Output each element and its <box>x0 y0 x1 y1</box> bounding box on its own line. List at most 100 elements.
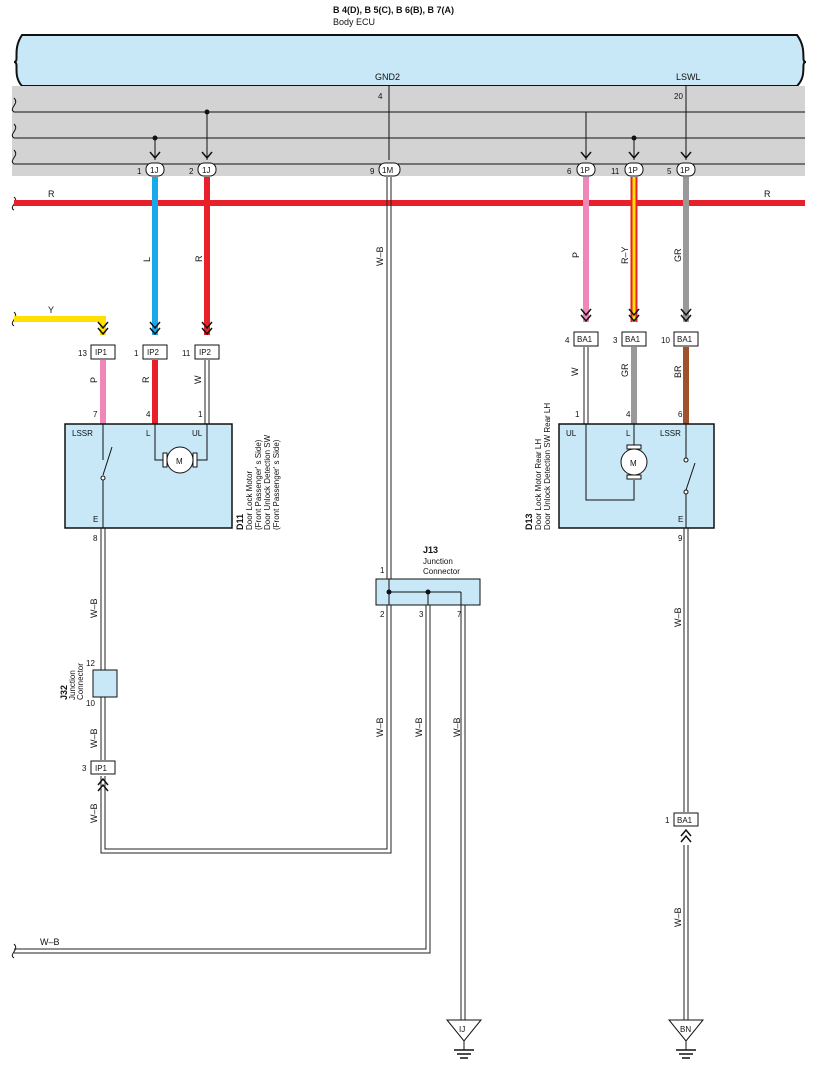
svg-text:3: 3 <box>82 764 87 773</box>
svg-text:1J: 1J <box>202 166 210 175</box>
svg-text:1: 1 <box>137 167 142 176</box>
svg-text:1: 1 <box>380 566 385 575</box>
wire-r-left-label: R <box>48 189 55 199</box>
wire-w-left-label: W <box>193 375 203 384</box>
connector-ba1-3: 3 BA1 <box>613 308 647 347</box>
svg-text:UL: UL <box>566 429 577 438</box>
wire-w-b-d13-ground <box>683 528 689 1020</box>
d11-pin8-number: 8 <box>93 534 98 543</box>
connector-ip1-3: 3 IP1 <box>82 760 116 792</box>
svg-text:Connector: Connector <box>76 663 85 700</box>
bus-connector-1p-6: 6 1P <box>567 151 596 177</box>
wire-r-left2-label: R <box>141 376 151 383</box>
d13-label: D13 Door Lock Motor Rear LH Door Unlock … <box>524 403 552 530</box>
svg-text:UL: UL <box>192 429 203 438</box>
svg-text:Door Unlock Detection SW Rear: Door Unlock Detection SW Rear LH <box>543 403 552 530</box>
wire-r-y-label: R–Y <box>620 246 630 264</box>
wire-p-left-label: P <box>89 377 99 383</box>
svg-text:Connector: Connector <box>423 567 460 576</box>
svg-text:1J: 1J <box>150 166 158 175</box>
svg-text:4: 4 <box>626 410 631 419</box>
wire-w-b-main <box>386 177 392 578</box>
svg-text:1M: 1M <box>382 166 393 175</box>
svg-text:BA1: BA1 <box>577 335 593 344</box>
svg-text:M: M <box>176 457 183 466</box>
svg-text:2: 2 <box>189 167 194 176</box>
svg-text:IP1: IP1 <box>95 764 108 773</box>
svg-text:BA1: BA1 <box>625 335 641 344</box>
svg-text:1P: 1P <box>628 166 638 175</box>
wire-y-yellow: Y <box>11 305 106 335</box>
wire-w-right <box>583 347 589 424</box>
bus-lines <box>11 97 805 165</box>
svg-text:1: 1 <box>198 410 203 419</box>
d13-component: 1 4 6 UL L LSSR E M <box>558 410 715 529</box>
bus-connector-1m: 9 1M <box>370 162 401 177</box>
svg-text:Junction: Junction <box>423 557 453 566</box>
svg-text:11: 11 <box>182 349 191 358</box>
connector-ba1-10: 10 BA1 <box>661 308 699 347</box>
svg-text:10: 10 <box>86 699 95 708</box>
wire-l-label: L <box>142 257 152 262</box>
wire-w-left <box>204 360 210 424</box>
connector-ip1-13: 13 IP1 <box>78 321 116 360</box>
svg-text:IJ: IJ <box>459 1025 465 1034</box>
svg-text:D11: D11 <box>235 514 245 530</box>
svg-text:Door Unlock Detection SW: Door Unlock Detection SW <box>263 434 272 530</box>
svg-text:2: 2 <box>380 610 385 619</box>
ecu-name-label: Body ECU <box>333 17 375 27</box>
d11-component: 7 4 1 LSSR L UL E M <box>64 410 233 529</box>
wire-w-b-4-label: W–B <box>375 717 385 737</box>
svg-text:Door Lock Motor: Door Lock Motor <box>245 471 254 530</box>
wire-w-b-5-label: W–B <box>414 717 424 737</box>
svg-text:J13: J13 <box>423 545 438 555</box>
wire-w-b-6-label: W–B <box>452 717 462 737</box>
connector-ba1-4: 4 BA1 <box>565 308 599 347</box>
svg-text:4: 4 <box>146 410 151 419</box>
svg-text:BA1: BA1 <box>677 816 693 825</box>
bus-drop-lines <box>154 86 687 160</box>
svg-text:IP2: IP2 <box>199 348 212 357</box>
svg-text:M: M <box>630 459 637 468</box>
connector-ip2-11: 11 IP2 <box>182 321 220 360</box>
svg-text:IP1: IP1 <box>95 348 108 357</box>
svg-text:1: 1 <box>575 410 580 419</box>
svg-text:E: E <box>93 515 98 524</box>
svg-text:9: 9 <box>370 167 375 176</box>
pin-gnd2-label: GND2 <box>375 72 400 82</box>
harness-bus-area <box>12 86 805 176</box>
svg-text:3: 3 <box>613 336 618 345</box>
wire-w-b-d11-ground <box>100 528 392 854</box>
svg-text:4: 4 <box>565 336 570 345</box>
wire-gr-right2-label: GR <box>620 363 630 377</box>
svg-text:1P: 1P <box>580 166 590 175</box>
svg-text:BN: BN <box>680 1025 691 1034</box>
wire-y-label: Y <box>48 305 54 315</box>
svg-text:5: 5 <box>667 167 672 176</box>
svg-text:7: 7 <box>457 610 462 619</box>
svg-text:J32: J32 <box>59 685 69 700</box>
wire-w-b-2-label: W–B <box>89 728 99 748</box>
ground-ij-icon: IJ <box>445 1019 483 1059</box>
wire-w-right-label: W <box>570 367 580 376</box>
svg-text:6: 6 <box>678 410 683 419</box>
svg-text:(Front Passenger' s Side): (Front Passenger' s Side) <box>272 439 281 530</box>
svg-text:7: 7 <box>93 410 98 419</box>
wire-w-b-7-label: W–B <box>673 607 683 627</box>
svg-text:LSSR: LSSR <box>72 429 93 438</box>
svg-text:3: 3 <box>419 610 424 619</box>
j13-connector: J13 Junction Connector 1 2 3 7 <box>375 545 481 619</box>
svg-text:D13: D13 <box>524 513 534 530</box>
bus-connector-1p-11: 11 1P <box>611 151 644 177</box>
svg-text:Junction: Junction <box>68 670 77 700</box>
wire-w-b-1-label: W–B <box>89 598 99 618</box>
svg-text:6: 6 <box>567 167 572 176</box>
svg-text:IP2: IP2 <box>147 348 160 357</box>
svg-text:BA1: BA1 <box>677 335 693 344</box>
svg-text:(Front Passenger' s Side): (Front Passenger' s Side) <box>254 439 263 530</box>
svg-text:1: 1 <box>134 349 139 358</box>
wire-r-right-label: R <box>764 189 771 199</box>
wire-br-label: BR <box>673 365 683 378</box>
svg-text:11: 11 <box>611 167 620 176</box>
